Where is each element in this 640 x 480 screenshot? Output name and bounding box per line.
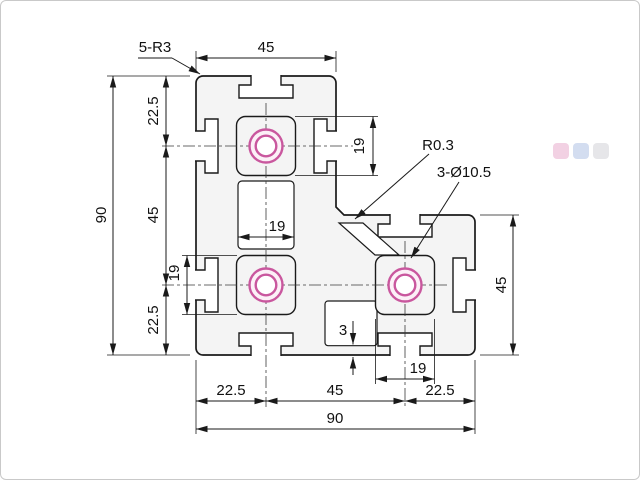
note-fillet: R0.3 — [354, 137, 454, 220]
dim-bottom-overall: 90 — [196, 410, 475, 433]
note-fillet-label: R0.3 — [422, 137, 454, 154]
dim-left-bottom-offset-label: 22.5 — [145, 305, 162, 334]
dim-bottom-chain: 22.5 45 22.5 — [195, 360, 476, 434]
dim-hole1-boss-label: 19 — [351, 138, 368, 155]
dim-right-height-label: 45 — [493, 277, 510, 294]
bore-hole-inner-circle — [254, 273, 278, 297]
dim-hole1-boss: 19 — [295, 116, 378, 176]
bore-hole-3 — [387, 267, 423, 303]
dim-left-boss: 19 — [166, 255, 237, 315]
dim-center-channel: 19 — [238, 218, 294, 241]
dim-right-height: 45 — [480, 214, 519, 356]
bore-hole-2 — [248, 267, 284, 303]
dim-left-boss-label: 19 — [166, 265, 183, 282]
bore-hole-inner-circle — [393, 273, 417, 297]
t-slot-right-arm — [452, 257, 476, 313]
profile-section — [195, 75, 476, 356]
dim-left-overall-label: 90 — [93, 207, 110, 224]
t-slot-arm-top — [377, 214, 433, 238]
dim-bottom-wall-label: 3 — [339, 322, 347, 339]
note-holes: 3-Ø10.5 — [410, 164, 491, 259]
bore-holes — [248, 128, 423, 303]
dim-center-channel-label: 19 — [269, 218, 286, 235]
dim-hole3-boss: 19 — [375, 319, 435, 384]
bottom-cavity — [324, 300, 378, 347]
dim-left-overall: 90 — [93, 75, 190, 356]
dim-left-chain: 22.5 45 22.5 — [145, 76, 170, 355]
bore-hole-inner-circle — [254, 134, 278, 158]
dim-bottom-wall: 3 — [339, 321, 357, 375]
bore-hole-1 — [248, 128, 284, 164]
note-holes-label: 3-Ø10.5 — [437, 164, 491, 181]
dim-hole3-boss-label: 19 — [410, 360, 427, 377]
note-corner-radius: 5-R3 — [138, 39, 201, 75]
dim-bottom-right-offset-label: 22.5 — [425, 382, 454, 399]
note-corner-radius-label: 5-R3 — [139, 39, 172, 56]
dim-top-width: 45 — [195, 39, 337, 72]
dim-bottom-overall-label: 90 — [327, 410, 344, 427]
dim-left-top-offset-label: 22.5 — [145, 96, 162, 125]
dimensions: 45 5-R3 90 22.5 45 22.5 — [93, 39, 519, 434]
dim-bottom-center-span-label: 45 — [327, 382, 344, 399]
dim-top-width-label: 45 — [258, 39, 275, 56]
dim-left-center-span-label: 45 — [145, 207, 162, 224]
dim-bottom-left-offset-label: 22.5 — [216, 382, 245, 399]
t-slot-top — [238, 75, 294, 99]
watermark-icon — [553, 143, 609, 159]
